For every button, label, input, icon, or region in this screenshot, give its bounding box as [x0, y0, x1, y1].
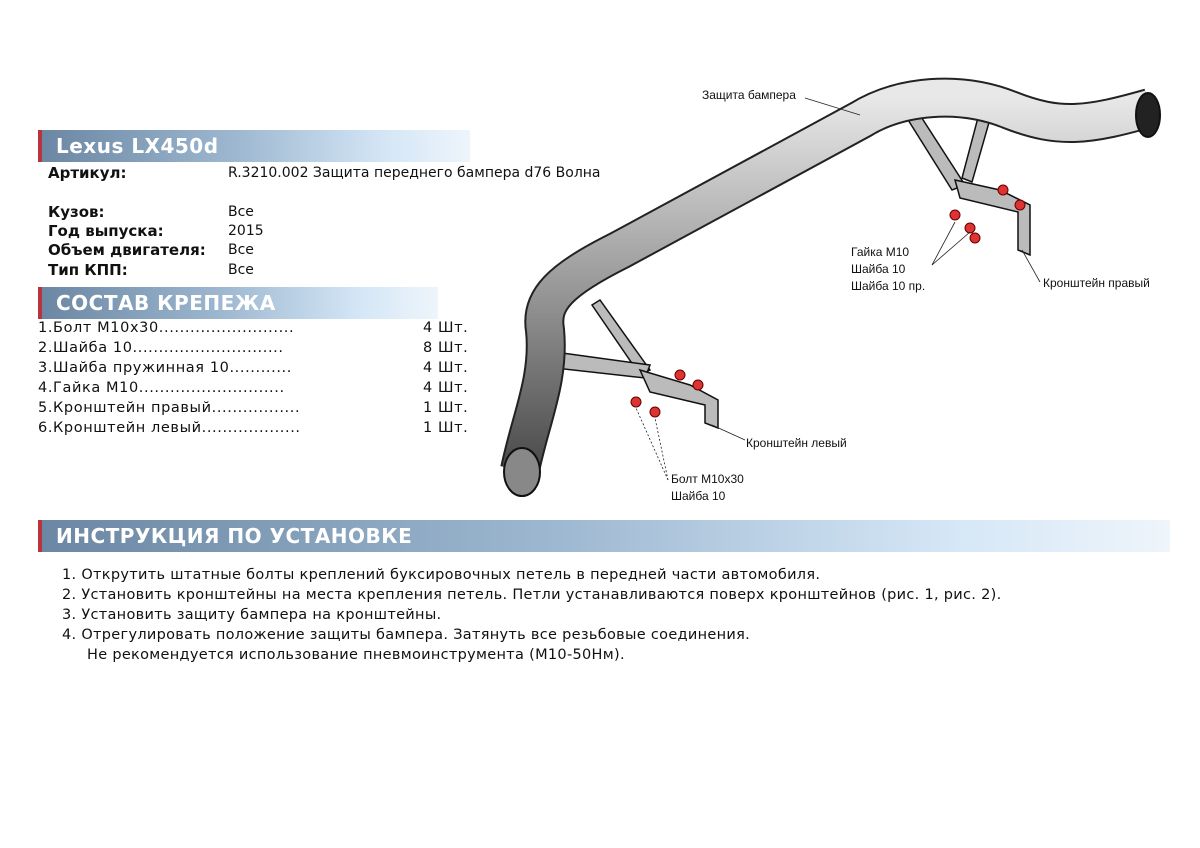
- spec-value: R.3210.002 Защита переднего бампера d76 …: [228, 165, 601, 181]
- spec-label: Тип КПП:: [48, 261, 128, 279]
- fastener-name: 4.Гайка М10............................: [38, 380, 285, 396]
- instruction-note: Не рекомендуется использование пневмоинс…: [87, 647, 625, 663]
- spec-value: 2015: [228, 223, 264, 239]
- fasteners-title: СОСТАВ КРЕПЕЖА: [38, 287, 438, 319]
- instructions-title: ИНСТРУКЦИЯ ПО УСТАНОВКЕ: [38, 520, 1170, 552]
- instruction-step: 1. Открутить штатные болты креплений бук…: [62, 567, 821, 583]
- label-bumper: Защита бампера: [702, 88, 796, 102]
- label-bracket-left: Кронштейн левый: [746, 436, 847, 450]
- tube-end-right: [1135, 92, 1161, 138]
- fastener-item: 5.Кронштейн правый................. 1 Шт.: [38, 400, 468, 416]
- fastener-item: 3.Шайба пружинная 10............ 4 Шт.: [38, 360, 468, 376]
- label-washer-2: Шайба 10: [671, 489, 726, 503]
- bracket-left: [554, 298, 719, 430]
- label-bolt: Болт М10х30: [671, 472, 744, 486]
- tube-end-left: [503, 447, 541, 497]
- label-spring-washer: Шайба 10 пр.: [851, 279, 926, 293]
- fastener-qty: 4 Шт.: [423, 320, 469, 336]
- instruction-step: 3. Установить защиту бампера на кронштей…: [62, 607, 442, 623]
- spec-label: Год выпуска:: [48, 222, 164, 240]
- spec-value: Все: [228, 242, 254, 258]
- fastener-item: 1.Болт М10х30.......................... 4…: [38, 320, 468, 336]
- fastener-qty: 1 Шт.: [423, 400, 469, 416]
- instruction-step: 4. Отрегулировать положение защиты бампе…: [62, 627, 751, 643]
- spec-label: Кузов:: [48, 203, 105, 221]
- fastener-qty: 1 Шт.: [423, 420, 469, 436]
- fastener-qty: 8 Шт.: [423, 340, 469, 356]
- fastener-name: 3.Шайба пружинная 10............: [38, 360, 292, 376]
- fastener-name: 6.Кронштейн левый...................: [38, 420, 301, 436]
- spec-label: Объем двигателя:: [48, 241, 206, 259]
- bolts: [630, 184, 1026, 418]
- spec-value: Все: [228, 262, 254, 278]
- fastener-item: 2.Шайба 10............................. 8…: [38, 340, 468, 356]
- fastener-name: 1.Болт М10х30..........................: [38, 320, 295, 336]
- fastener-item: 4.Гайка М10............................ 4…: [38, 380, 468, 396]
- model-title: Lexus LX450d: [38, 130, 470, 162]
- fastener-qty: 4 Шт.: [423, 380, 469, 396]
- fastener-item: 6.Кронштейн левый................... 1 Шт…: [38, 420, 468, 436]
- leader-lines: [635, 97, 1041, 481]
- spec-label: Артикул:: [48, 164, 127, 182]
- spec-value: Все: [228, 204, 254, 220]
- instruction-step: 2. Установить кронштейны на места крепле…: [62, 587, 1002, 603]
- label-nut: Гайка М10: [851, 245, 910, 259]
- fastener-name: 2.Шайба 10.............................: [38, 340, 284, 356]
- fastener-name: 5.Кронштейн правый.................: [38, 400, 301, 416]
- label-washer: Шайба 10: [851, 262, 906, 276]
- fastener-qty: 4 Шт.: [423, 360, 469, 376]
- label-bracket-right: Кронштейн правый: [1043, 276, 1150, 290]
